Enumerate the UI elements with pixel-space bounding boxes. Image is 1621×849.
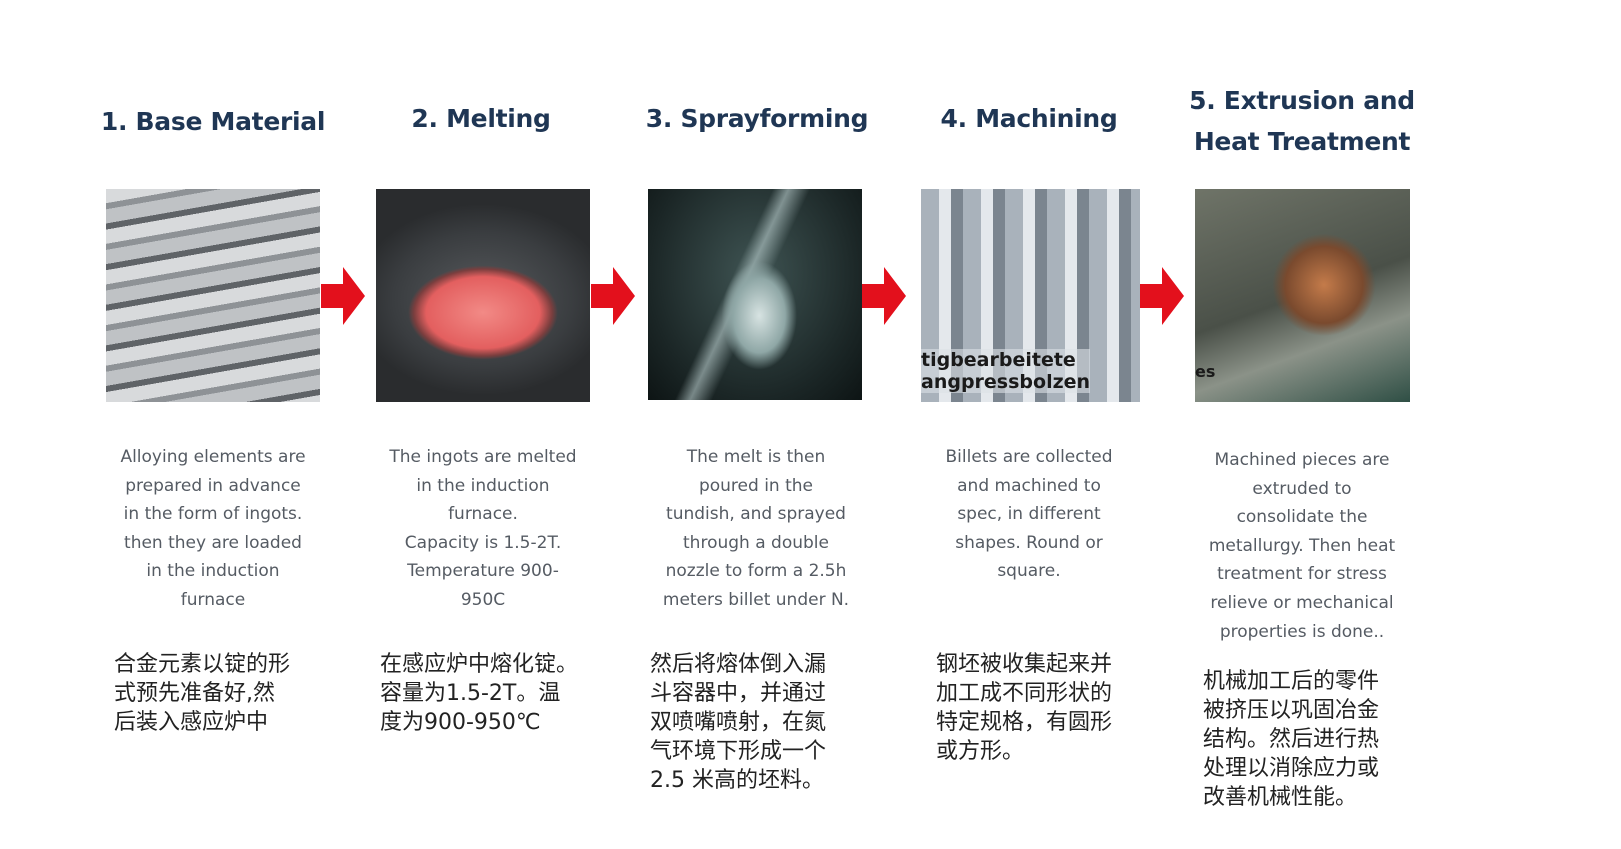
step-1-title: 1. Base Material [100, 107, 326, 136]
step-1-description: Alloying elements are prepared in advanc… [120, 447, 306, 610]
step-3-description: The melt is then poured in the tundish, … [662, 447, 850, 610]
step-3-title: 3. Sprayforming [645, 104, 869, 133]
step-2-description-cn: 在感应炉中熔化锭。 容量为1.5-2T。温 度为900-950℃ [380, 652, 579, 735]
arrow-right-icon [1140, 267, 1184, 325]
image-overlay-text: es [1195, 362, 1216, 381]
step-3-description-cn: 然后将熔体倒入漏 斗容器中，并通过 双喷嘴喷射，在氮 气环境下形成一个 2.5 … [650, 652, 827, 793]
sprayforming-chamber-image [648, 189, 862, 400]
step-4-description: Billets are collected and machined to sp… [945, 447, 1113, 582]
arrow-right-icon [591, 267, 635, 325]
step-1-description-cn: 合金元素以锭的形 式预先准备好,然 后装入感应炉中 [114, 652, 291, 735]
aluminium-ingots-image [106, 189, 320, 402]
step-2-description: The ingots are melted in the induction f… [389, 447, 577, 610]
step-2-title: 2. Melting [411, 104, 551, 133]
step-4-description-cn: 钢坯被收集起来并 加工成不同形状的 特定规格，有圆形 或方形。 [936, 652, 1113, 764]
step-5-description-cn: 机械加工后的零件 被挤压以巩固冶金 结构。然后进行热 处理以消除应力或 改善机械… [1203, 669, 1380, 810]
extrusion-press-image: es [1195, 189, 1410, 402]
arrow-right-icon [862, 267, 906, 325]
arrow-right-icon [321, 267, 365, 325]
step-5-description: Machined pieces are extruded to consolid… [1208, 450, 1396, 642]
induction-furnace-image [376, 189, 590, 402]
image-overlay-text: tigbearbeitete angpressbolzen [921, 349, 1091, 393]
step-4-title: 4. Machining [940, 104, 1118, 133]
machined-billets-image: tigbearbeitete angpressbolzen [921, 189, 1140, 402]
step-5-title: 5. Extrusion and Heat Treatment [1189, 86, 1415, 156]
